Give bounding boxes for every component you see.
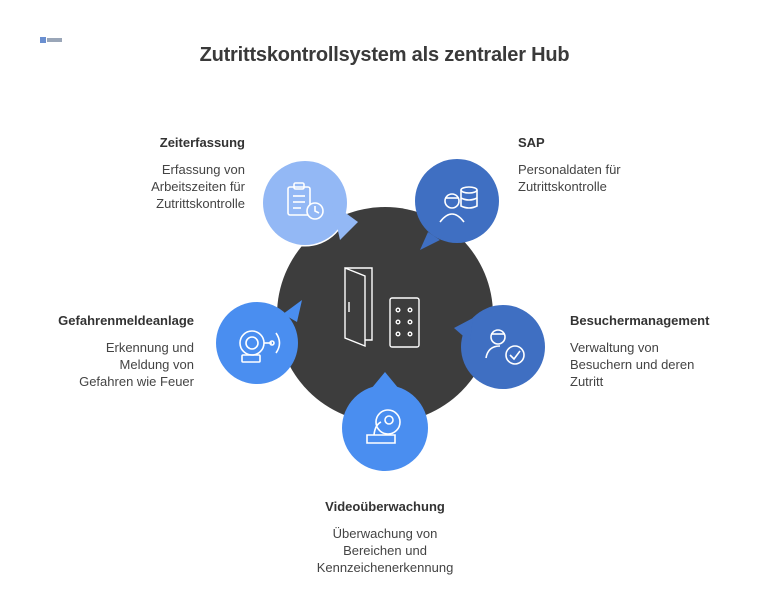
node-description: Überwachung von Bereichen und Kennzeiche… [316, 526, 454, 575]
visitor-check-icon [485, 329, 525, 365]
node-description: Personaldaten für Zutrittskontrolle [518, 162, 621, 194]
node-description: Erfassung von Arbeitszeiten für Zutritts… [151, 162, 245, 211]
node-title: SAP [518, 135, 545, 150]
label-sap: SAP Personaldaten für Zutrittskontrolle [518, 134, 698, 195]
node-title: Zeiterfassung [159, 135, 245, 150]
logo [40, 37, 62, 43]
alarm-bell-icon [239, 330, 281, 363]
hub-circle [277, 207, 493, 423]
node-title: Gefahrenmeldeanlage [58, 313, 194, 328]
user-database-icon [439, 186, 478, 223]
page-title: Zutrittskontrollsystem als zentraler Hub [199, 44, 570, 66]
label-zeiterfassung: Zeiterfassung Erfassung von Arbeitszeite… [80, 134, 245, 212]
label-besuchermanagement: Besuchermanagement Verwaltung von Besuch… [570, 312, 750, 390]
camera-icon [366, 409, 401, 444]
node-videoueberwachung [342, 372, 428, 471]
node-description: Erkennung und Meldung von Gefahren wie F… [79, 340, 194, 389]
node-besuchermanagement [454, 305, 545, 389]
node-sap [415, 159, 499, 250]
node-description: Verwaltung von Besuchern und deren Zutri… [570, 340, 695, 389]
door-keypad-icon [344, 266, 420, 348]
node-title: Besuchermanagement [570, 313, 710, 328]
node-title: Videoüberwachung [325, 499, 445, 514]
label-gefahrenmeldeanlage: Gefahrenmeldeanlage Erkennung und Meldun… [40, 312, 194, 390]
node-zeiterfassung [263, 159, 358, 247]
clipboard-clock-icon [287, 182, 324, 220]
node-gefahrenmeldeanlage [216, 300, 302, 384]
label-videoueberwachung: Videoüberwachung Überwachung von Bereich… [285, 498, 485, 576]
